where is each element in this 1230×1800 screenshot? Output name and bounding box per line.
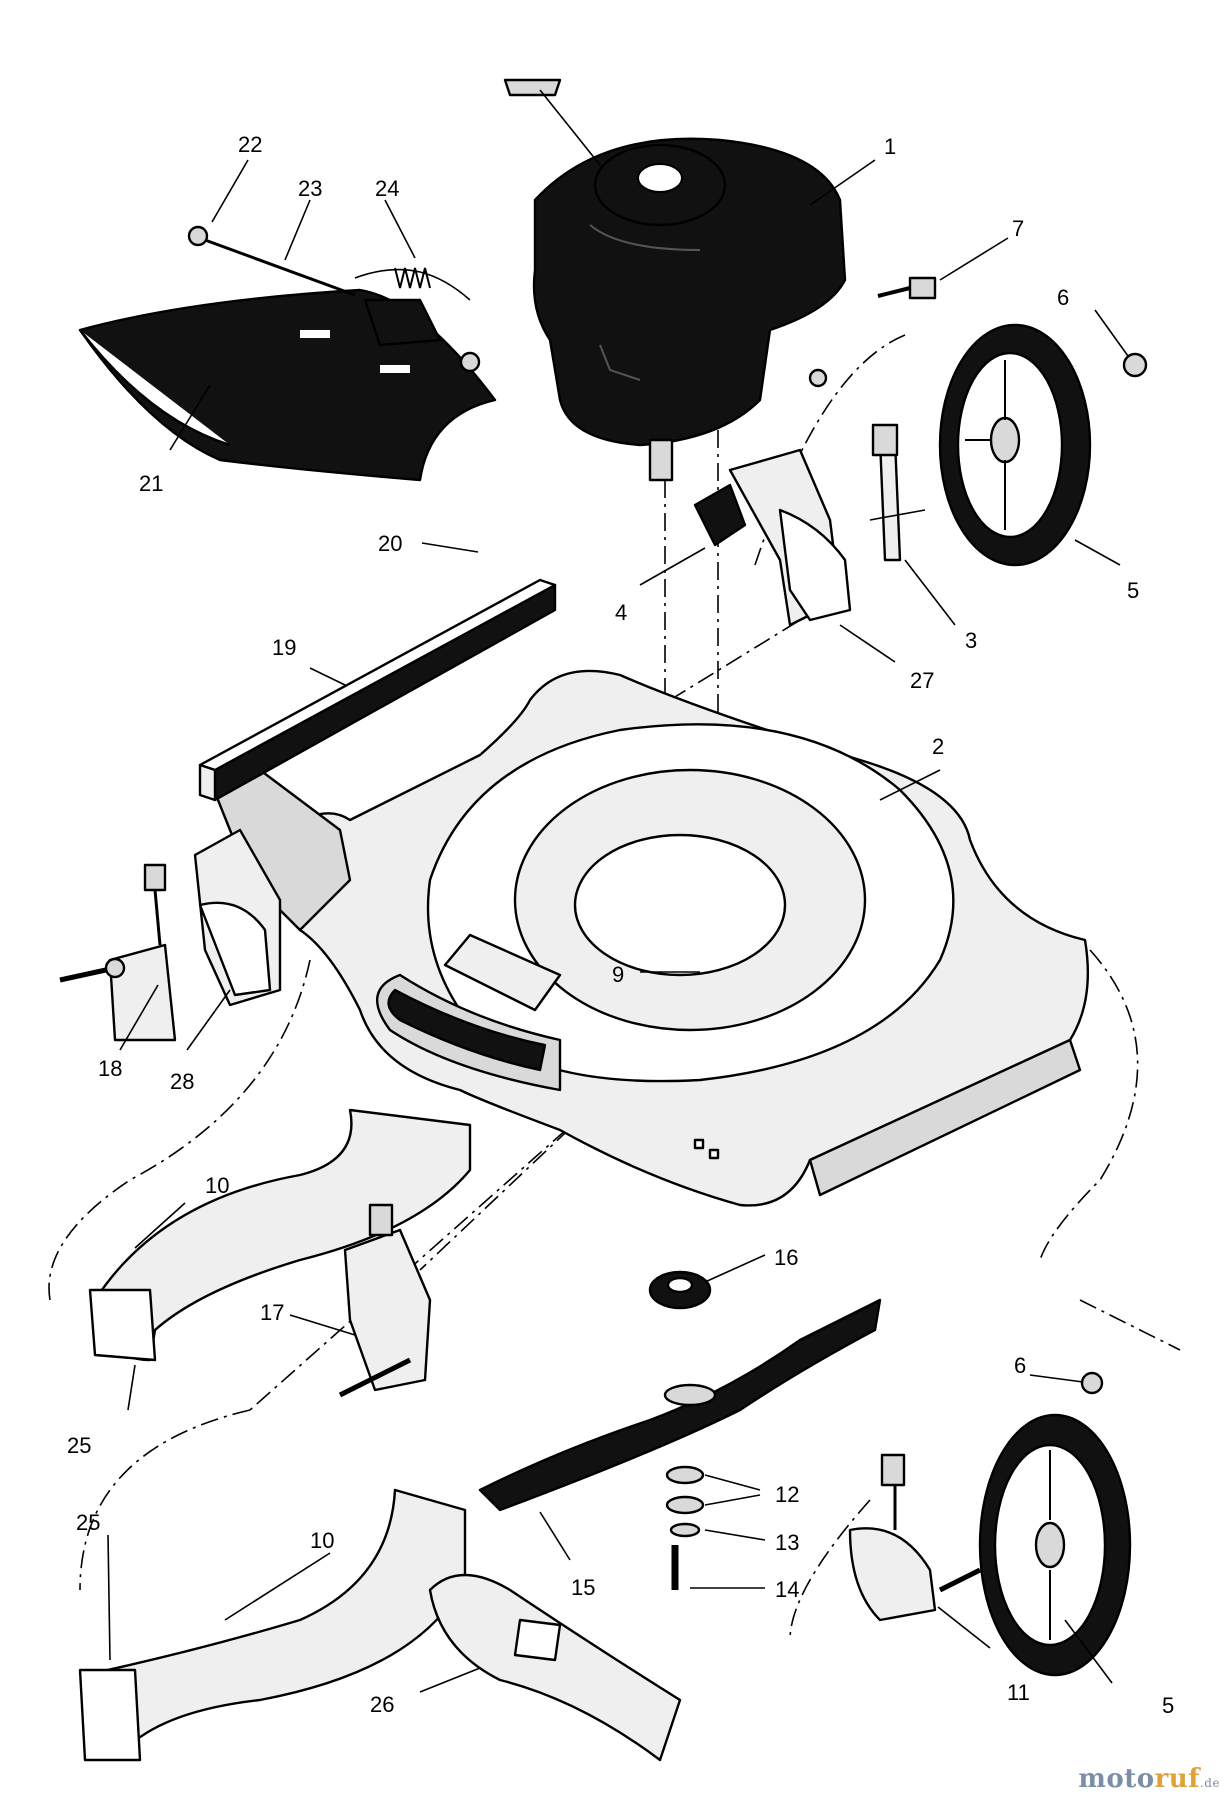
label-4: 4 <box>615 600 627 625</box>
part-labels: 1 2 3 4 5 5 6 6 7 9 10 10 11 12 13 14 15… <box>67 132 1174 1718</box>
watermark-logo: motoruf.de <box>1078 1764 1220 1794</box>
label-25b: 25 <box>76 1510 100 1535</box>
blade-hardware <box>648 1270 712 1590</box>
label-10a: 10 <box>205 1173 229 1198</box>
label-12: 12 <box>775 1482 799 1507</box>
label-15: 15 <box>571 1575 595 1600</box>
rear-wheel-upper <box>877 276 1148 567</box>
height-adjuster-right <box>693 423 926 627</box>
label-19: 19 <box>272 635 296 660</box>
label-13: 13 <box>775 1530 799 1555</box>
label-6b: 6 <box>1014 1353 1026 1378</box>
label-20: 20 <box>378 531 402 556</box>
grass-deflector <box>78 288 497 482</box>
rear-baffle <box>198 578 557 802</box>
label-14: 14 <box>775 1577 799 1602</box>
label-18: 18 <box>98 1056 122 1081</box>
leader-lines <box>107 159 1129 1693</box>
front-adjuster <box>338 1203 432 1398</box>
watermark-suffix: .de <box>1199 1776 1220 1790</box>
engine <box>503 78 847 482</box>
label-2: 2 <box>932 734 944 759</box>
label-5a: 5 <box>1127 578 1139 603</box>
watermark-part2: ruf <box>1154 1764 1200 1794</box>
label-17: 17 <box>260 1300 284 1325</box>
front-wheel-lower <box>978 1371 1132 1677</box>
mower-deck <box>208 669 1090 1207</box>
deflector-hardware <box>187 225 471 301</box>
side-guard-upper <box>88 1108 472 1362</box>
watermark-part1: moto <box>1078 1764 1155 1794</box>
label-1: 1 <box>884 134 896 159</box>
label-22: 22 <box>238 132 262 157</box>
label-26: 26 <box>370 1692 394 1717</box>
label-21: 21 <box>139 471 163 496</box>
side-guard-lower <box>78 1488 467 1762</box>
label-9: 9 <box>612 962 624 987</box>
label-16: 16 <box>774 1245 798 1270</box>
label-5b: 5 <box>1162 1693 1174 1718</box>
label-7: 7 <box>1012 216 1024 241</box>
label-28: 28 <box>170 1069 194 1094</box>
mulch-plug <box>428 1573 682 1762</box>
label-23: 23 <box>298 176 322 201</box>
label-3: 3 <box>965 628 977 653</box>
lower-adjuster <box>848 1453 982 1622</box>
label-25a: 25 <box>67 1433 91 1458</box>
label-6a: 6 <box>1057 285 1069 310</box>
label-27: 27 <box>910 668 934 693</box>
label-11: 11 <box>1007 1680 1030 1705</box>
blade <box>478 1298 882 1512</box>
height-adjuster-left <box>59 828 282 1042</box>
label-10b: 10 <box>310 1528 334 1553</box>
label-24: 24 <box>375 176 399 201</box>
